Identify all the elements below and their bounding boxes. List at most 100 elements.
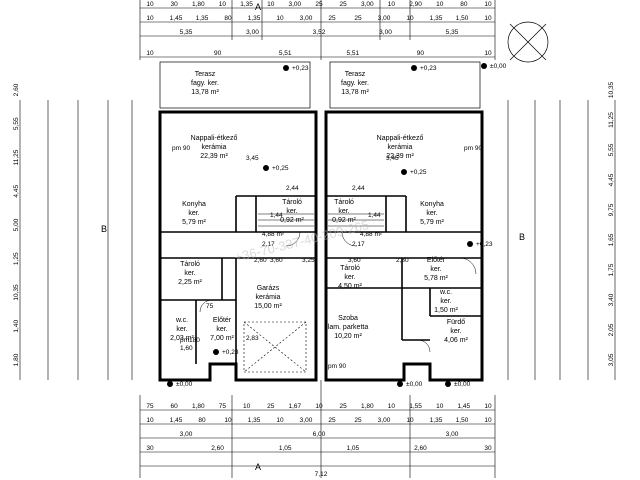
dimension-bot_row4: 1,05 (346, 445, 359, 452)
top-dimension-lines (139, 0, 496, 60)
dimension-top_row3: 3,00 (379, 29, 392, 36)
dimension-bot_row2: 10 (276, 417, 284, 424)
level-value: +0,25 (272, 165, 289, 172)
dimension-right_side: 10,35 (608, 81, 615, 98)
dimension-top_row2: 25 (328, 15, 336, 22)
dimension-bot_row2: 25 (328, 417, 336, 424)
interior-dimension: 3,60 (348, 257, 361, 264)
level-value: ±0,00 (406, 381, 423, 388)
dimension-top_row1: 3,00 (361, 1, 374, 8)
dimension-top_row1: 2,90 (409, 1, 422, 8)
dimension-top_row3: 5,35 (446, 29, 459, 36)
section-axis-label: B (101, 224, 107, 234)
dimension-bot_row1: 1,67 (289, 403, 302, 410)
dimension-top_row3: 5,35 (180, 29, 193, 36)
dimension-top_row3: 3,00 (246, 29, 259, 36)
interior-dimension: 75 (206, 303, 214, 310)
dimension-bot_row1: 10 (436, 403, 444, 410)
interior-dimension: 2,83 (246, 335, 259, 342)
interior-dimension: 3,60 (270, 257, 283, 264)
dimension-bot_row1: 1,45 (458, 403, 471, 410)
interior-dimension: 2,17 (262, 241, 275, 248)
dimension-right_side: 1,75 (608, 263, 615, 276)
north-arrow-icon (507, 21, 549, 63)
dimension-top_row2: 25 (354, 15, 362, 22)
dimension-bot_row2: 1,35 (248, 417, 261, 424)
interior-dimension: 1,60 (180, 345, 193, 352)
dimension-top_row1: 10 (388, 1, 396, 8)
dimension-top_row1: 10 (219, 1, 227, 8)
interior-dimension: pm 90 (464, 145, 482, 152)
dimension-top_row1: 30 (171, 1, 179, 8)
section-axis-label: A (255, 462, 261, 472)
interior-walls (160, 195, 482, 380)
dimension-bot_row1: 1,80 (192, 403, 205, 410)
level-marker-icon (397, 381, 403, 387)
side-dimension-lines (19, 100, 616, 380)
dimension-top_row4: 90 (214, 50, 222, 57)
level-value: ±0,00 (176, 381, 193, 388)
dimension-left_side: 5,55 (13, 117, 20, 130)
room-label-wc-left: w.c.ker.2,03 m² (170, 317, 194, 342)
dimension-right_side: 2,05 (608, 323, 615, 336)
dimension-left_side: 2,60 (13, 83, 20, 96)
dimension-bot_row3: 3,00 (446, 431, 459, 438)
dimension-top_row4: 10 (484, 50, 492, 57)
interior-dimension: pm 90 (172, 145, 190, 152)
dimension-top_row2: 1,35 (430, 15, 443, 22)
dimension-top_row4: 90 (417, 50, 425, 57)
dimension-left_side: 11,25 (13, 149, 20, 165)
section-axis-label: A (255, 2, 261, 12)
dimension-bot_row2: 10 (406, 417, 414, 424)
dimension-bot_row1: 75 (146, 403, 154, 410)
interior-dimension: 2,30 (396, 257, 409, 264)
dimension-bot_row2: 1,45 (170, 417, 183, 424)
dimension-bot_row1: 60 (171, 403, 179, 410)
level-value: +0,23 (222, 349, 239, 356)
dimension-top_row1: 10 (267, 1, 275, 8)
interior-dimension: 3,25 (302, 257, 315, 264)
dimension-top_row1: 25 (315, 1, 323, 8)
dimension-top_row1: 1,35 (240, 1, 253, 8)
level-value: +0,23 (476, 241, 493, 248)
dimension-left_side: 5,00 (13, 218, 20, 231)
dimension-right_side: 5,55 (608, 143, 615, 156)
dimension-left_side: 1,25 (13, 252, 20, 265)
level-marker-icon (481, 63, 487, 69)
level-marker-icon (263, 165, 269, 171)
dimension-top_row1: 25 (340, 1, 348, 8)
interior-dimension: 3,45 (246, 155, 259, 162)
dimension-top_row2: 3,00 (300, 15, 313, 22)
dimension-bot_row2: 3,00 (300, 417, 313, 424)
level-value: +0,23 (292, 65, 309, 72)
interior-dimension: 2,44 (286, 185, 299, 192)
dimension-bot_row2: 10 (484, 417, 492, 424)
dimension-bot_row1: 10 (243, 403, 251, 410)
garage-door (243, 321, 307, 373)
dimension-right_side: 4,45 (608, 173, 615, 186)
level-marker-icon (411, 65, 417, 71)
interior-dimension: 3,45 (386, 155, 399, 162)
dimension-bottom-total: 7,12 (315, 471, 328, 478)
dimension-top_row1: 1,80 (192, 1, 205, 8)
dimension-left_side: 4,45 (13, 185, 20, 198)
door-swings (199, 231, 477, 353)
terrace-outlines (159, 61, 481, 109)
dimension-top_row1: 10 (146, 1, 154, 8)
dimension-top_row4: 5,51 (279, 50, 292, 57)
dimension-bot_row2: 25 (354, 417, 362, 424)
dimension-top_row3: 3,52 (313, 29, 326, 36)
interior-dimension: 2,44 (352, 185, 365, 192)
dimension-bot_row4: 30 (146, 445, 154, 452)
